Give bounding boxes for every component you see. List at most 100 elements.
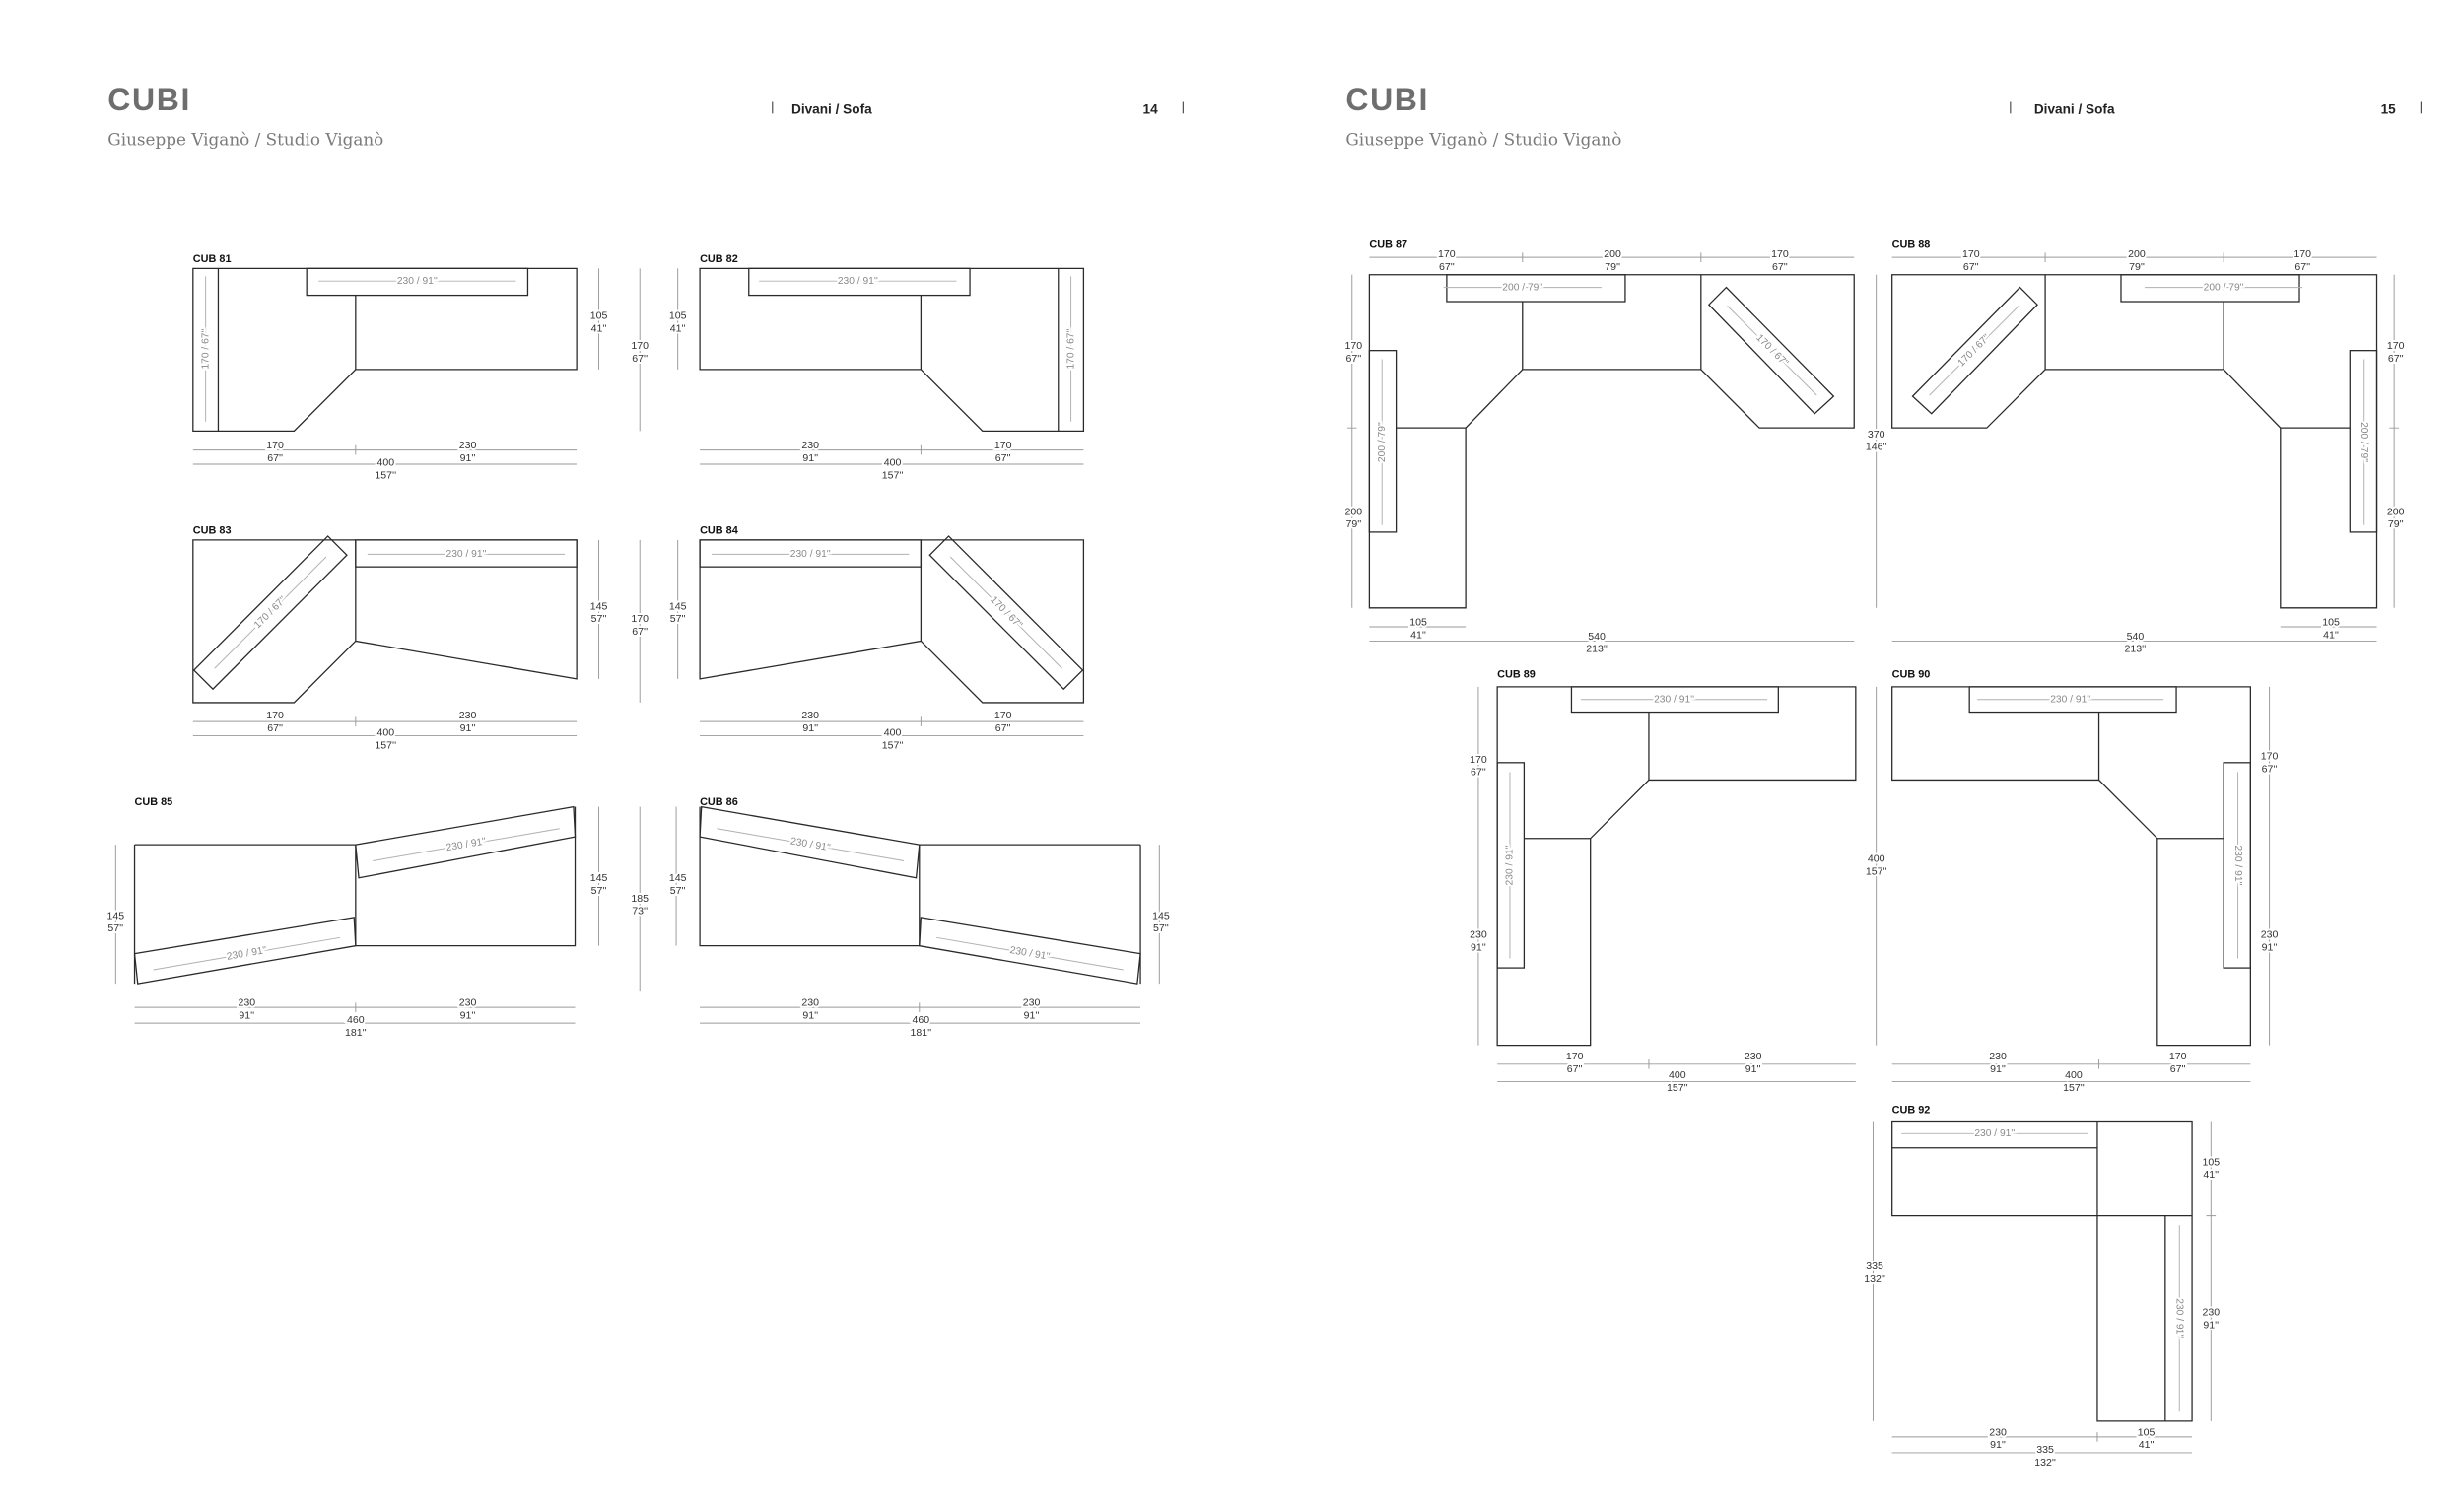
dimension-cm: 230 xyxy=(1470,929,1487,941)
dimension-cm: 170 xyxy=(1438,248,1456,260)
cushion-label: 200 / 79'' xyxy=(2204,282,2244,293)
dimension-inches: 57'' xyxy=(107,922,123,934)
dimension-cm: 105 xyxy=(2322,616,2340,628)
dimension-cm: 200 xyxy=(2128,248,2146,260)
cushion-dimension: 230 / 91'' xyxy=(1901,1126,2088,1141)
dimension-inches: 91'' xyxy=(460,452,476,464)
cushion-label: 230 / 91'' xyxy=(226,945,267,963)
dimension-cm: 230 xyxy=(2202,1307,2220,1319)
sofa-plan-cub88 xyxy=(1891,251,2400,643)
dimension-cm: 335 xyxy=(2036,1444,2054,1456)
dimension-inches: 91'' xyxy=(1990,1063,2006,1075)
dimension-cm: 145 xyxy=(1152,910,1170,921)
dimension-inches: 67'' xyxy=(267,452,283,464)
dimension-cm: 170 xyxy=(2387,340,2405,352)
cushion-dimension: 230 / 91'' xyxy=(1503,772,1518,959)
cushion-label: 230 / 91'' xyxy=(838,276,878,287)
dimension-inches: 79'' xyxy=(1605,261,1620,273)
dimension-cm: 170 xyxy=(1470,754,1487,766)
dimension-inches: 91'' xyxy=(1745,1063,1761,1075)
dimension-cm: 230 xyxy=(238,997,255,1009)
cushion-dimension: 230 / 91'' xyxy=(2230,772,2245,959)
dimension-cm: 145 xyxy=(669,600,687,612)
cushion-guide-line xyxy=(153,936,341,971)
dimension-cm: 460 xyxy=(913,1014,930,1026)
dimension-inches: 67'' xyxy=(1345,353,1361,365)
dimension-cm: 105 xyxy=(590,310,608,322)
cushion-label: 230 / 91'' xyxy=(2232,845,2243,885)
dimension-inches: 181'' xyxy=(345,1027,367,1039)
dimension-cm: 540 xyxy=(1588,631,1606,643)
dimension-inches: 91'' xyxy=(1990,1439,2006,1451)
cushion-guide-line xyxy=(936,936,1124,971)
dimension-cm: 170 xyxy=(2169,1051,2187,1062)
dimension-inches: 67'' xyxy=(1963,261,1979,273)
dimension-inches: 67'' xyxy=(995,452,1011,464)
dimension-cm: 170 xyxy=(266,440,284,451)
dimension-cm: 170 xyxy=(1345,340,1363,352)
cushion-label: 170 / 67'' xyxy=(200,329,211,370)
sofa-plan-cub90 xyxy=(1891,686,2271,1083)
cushion-dimension: 170 / 67'' xyxy=(214,556,327,669)
sofa-plan-cub87 xyxy=(1346,252,1855,642)
cushion-guide-line xyxy=(214,556,327,669)
dimension-inches: 57'' xyxy=(1153,922,1169,934)
dimension-cm: 400 xyxy=(1669,1069,1686,1081)
dimension-cm: 200 xyxy=(2387,506,2405,517)
sofa-plan-cub84 xyxy=(677,535,1085,737)
dimension-inches: 157'' xyxy=(882,469,904,481)
dimension-inches: 41'' xyxy=(2203,1169,2219,1181)
cushion-dimension: 230 / 91'' xyxy=(2172,1225,2187,1412)
dimension-cm: 460 xyxy=(347,1014,365,1026)
dimension-inches: 67'' xyxy=(2262,763,2278,775)
dimension-inches: 181'' xyxy=(911,1027,932,1039)
cushion-label: 170 / 67'' xyxy=(252,594,289,631)
dimension-inches: 79'' xyxy=(2388,518,2404,530)
cushion-label: 170 / 67'' xyxy=(1753,332,1790,369)
dimension-cm: 170 xyxy=(2261,751,2279,763)
dimension-cm: 230 xyxy=(1989,1426,2007,1438)
dimension-inches: 67'' xyxy=(632,626,648,638)
cushion-label: 230 / 91'' xyxy=(2050,694,2090,705)
dimension-cm: 230 xyxy=(459,440,477,451)
dimension-inches: 157'' xyxy=(2063,1082,2085,1094)
cushion-dimension: 170 / 67'' xyxy=(949,556,1062,669)
cushion-dimension: 230 / 91'' xyxy=(1581,692,1768,707)
dimension-cm: 400 xyxy=(376,457,394,469)
sofa-plan-cub89 xyxy=(1477,686,1857,1082)
dimension-labels: 230 / 91'' 170 / 67'' 230 / 91'' 170 / 67''… xyxy=(104,246,2406,1470)
sofa-plan-cub81 xyxy=(192,267,600,465)
cushion-dimension: 200 / 79'' xyxy=(2357,359,2371,525)
cushion-dimension: 230 / 91'' xyxy=(712,547,910,562)
diagram-code: CUB 87 xyxy=(1369,239,1407,251)
dimension-cm: 105 xyxy=(2138,1426,2156,1438)
dimension-inches: 157'' xyxy=(375,739,396,751)
dimension-inches: 157'' xyxy=(882,739,904,751)
cushion-guide-line xyxy=(373,828,560,861)
dimension-cm: 230 xyxy=(801,710,819,721)
dimension-inches: 132'' xyxy=(1864,1273,1885,1285)
diagram-code: CUB 92 xyxy=(1892,1104,1931,1116)
dimension-inches: 91'' xyxy=(802,452,818,464)
cushion-dimension: 200 / 79'' xyxy=(1375,359,1390,525)
dimension-inches: 79'' xyxy=(1345,518,1361,530)
designer-name: Giuseppe Viganò / Studio Viganò xyxy=(1345,129,1621,149)
cushion-label: 170 / 67'' xyxy=(1956,332,1993,369)
cushion-label: 230 / 91'' xyxy=(1974,1128,2015,1139)
dimension-inches: 41'' xyxy=(670,322,686,334)
dimension-cm: 230 xyxy=(2261,929,2279,941)
dimension-inches: 67'' xyxy=(632,353,648,365)
dimension-inches: 41'' xyxy=(2139,1439,2155,1451)
dimension-cm: 145 xyxy=(590,872,608,884)
designer-name: Giuseppe Viganò / Studio Viganò xyxy=(107,129,383,149)
cushion-dimension: 230 / 91'' xyxy=(318,274,516,289)
dimension-inches: 41'' xyxy=(2323,629,2339,641)
dimension-inches: 146'' xyxy=(1866,442,1887,453)
dimension-cm: 170 xyxy=(1771,248,1789,260)
dimension-cm: 400 xyxy=(1868,853,1885,865)
dimension-cm: 145 xyxy=(669,872,687,884)
cushion-label: 230 / 91'' xyxy=(1009,945,1051,963)
product-title: CUBI xyxy=(1345,82,1429,117)
cushion-label: 230 / 91'' xyxy=(1505,845,1516,885)
dimension-cm: 105 xyxy=(1409,616,1427,628)
